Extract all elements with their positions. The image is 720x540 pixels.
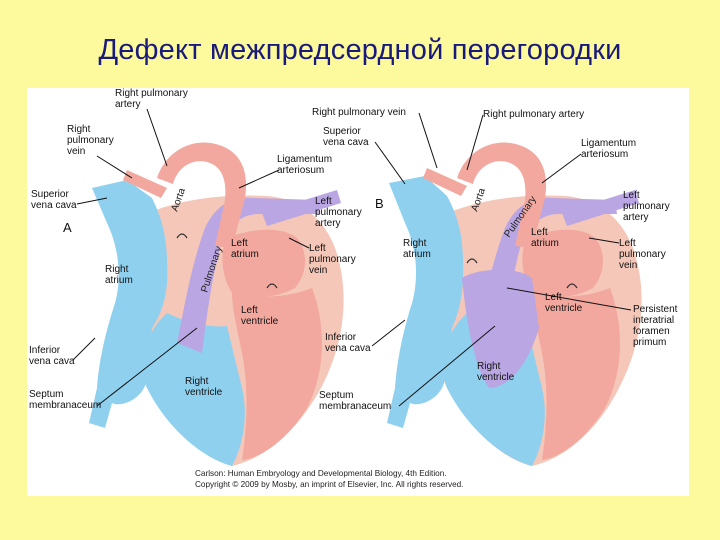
panel-a-label-latr-2: atrium — [231, 249, 259, 260]
panel-b-right-atrium — [389, 176, 464, 405]
panel-a-left-ventricle — [232, 288, 323, 460]
panel-b-label-lpa-2: pulmonary — [623, 201, 670, 212]
panel-b-left-ventricle — [532, 288, 621, 460]
panel-b-label-lpv-3: vein — [619, 260, 637, 271]
panel-b-leader-svc — [374, 141, 406, 185]
panel-b-label-pers-3: foramen — [633, 326, 670, 337]
panel-b-label-latr-2: atrium — [531, 238, 559, 249]
panel-b-left-pulmonary-artery — [562, 190, 639, 226]
credit-line-1: Carlson: Human Embryology and Developmen… — [195, 469, 447, 478]
panel-b-label-rpa: Right pulmonary artery — [483, 109, 584, 120]
panel-b-label-lig-2: arteriosum — [581, 149, 628, 160]
panel-b-letter: B — [375, 196, 384, 211]
panel-b-label-rven-2: ventricle — [477, 372, 515, 383]
panel-b-label-latr-1: Left — [531, 227, 548, 238]
panel-a-label-lven-1: Left — [241, 305, 258, 316]
panel-a-label-rven-1: Right — [185, 376, 209, 387]
panel-a-label-lpa-1: Left — [315, 196, 332, 207]
panel-a-label-lpv-3: vein — [309, 265, 327, 276]
panel-b-label-svc-2: vena cava — [323, 137, 369, 148]
panel-b-leader-pers — [506, 287, 632, 311]
panel-b-leader-ivc — [371, 319, 406, 347]
panel-a-label-latr-1: Left — [231, 238, 248, 249]
panel-b-label-rpv: Right pulmonary vein — [312, 107, 406, 118]
panel-a-label-sept-2: membranaceum — [29, 400, 101, 411]
panel-b-inferior-vena-cava — [387, 388, 410, 428]
panel-b-label-ratr-1: Right — [403, 238, 427, 249]
panel-a-label-lig-2: arteriosum — [277, 165, 324, 176]
panel-a-label-lpv-2: pulmonary — [309, 254, 356, 265]
panel-b-left-atrium — [522, 229, 604, 298]
panel-a-label-lven-2: ventricle — [241, 316, 279, 327]
panel-b-right-pulmonary-vein — [423, 168, 467, 196]
panel-b-label-sept-2: membranaceum — [319, 401, 391, 412]
panel-a-leader-lpv — [288, 237, 310, 249]
panel-a-heart: Aorta Pulmonary — [89, 142, 344, 466]
panel-b-leader-lig — [541, 153, 582, 184]
panel-a-label-lpv-1: Left — [309, 243, 326, 254]
panel-a-leader-lig — [238, 169, 280, 189]
panel-a-label-ivc-1: Inferior — [29, 345, 61, 356]
panel-a-label-ratr-1: Right — [105, 264, 129, 275]
panel-b-label-svc-1: Superior — [323, 126, 361, 137]
panel-b-valves — [466, 258, 578, 289]
panel-b-leader-rpa — [466, 114, 484, 171]
panel-b-label-pers-1: Persistent — [633, 304, 678, 315]
panel-a-leader-ivc — [72, 337, 96, 361]
panel-a-letter: A — [63, 220, 72, 235]
panel-b-label-lpa-3: artery — [623, 212, 649, 223]
panel-b-pulmonary-trunk — [475, 197, 617, 353]
panel-b-leader-sept — [398, 325, 496, 407]
panel-a-valves — [176, 233, 278, 289]
panel-a-aorta — [157, 142, 247, 248]
panel-a-inferior-vena-cava — [89, 388, 112, 428]
panel-b-label-ivc-2: vena cava — [325, 343, 371, 354]
panel-b-label-lpv-1: Left — [619, 238, 636, 249]
panel-b-leader-rpv — [418, 112, 438, 169]
panel-b-label-lpa-1: Left — [623, 190, 640, 201]
panel-a-pulmonary-trunk — [177, 197, 319, 353]
credit-line-2: Copyright © 2009 by Mosby, an imprint of… — [195, 480, 463, 489]
panel-a-right-ventricle — [142, 313, 245, 466]
panel-a-left-atrium — [222, 229, 306, 298]
heart-diagram-figure: Aorta Pulmonary A Right pulmonary artery… — [27, 88, 689, 496]
panel-a-label-svc-2: vena cava — [31, 200, 77, 211]
heart-diagram: Aorta Pulmonary A Right pulmonary artery… — [29, 88, 678, 489]
slide-title: Дефект межпредсердной перегородки — [98, 34, 622, 66]
panel-a-leader-rpv — [96, 155, 133, 179]
panel-b-label-lpv-2: pulmonary — [619, 249, 666, 260]
panel-a-label-ratr-2: atrium — [105, 275, 133, 286]
panel-b-label-rven-1: Right — [477, 361, 501, 372]
panel-b-label-lven-1: Left — [545, 292, 562, 303]
panel-a-leader-svc — [76, 197, 108, 205]
panel-b-heart: Aorta Pulmonary — [387, 142, 642, 466]
panel-a-label-rven-2: ventricle — [185, 387, 223, 398]
panel-b-label-pers-2: interatrial — [633, 315, 674, 326]
panel-a-label-sept-1: Septum — [29, 389, 63, 400]
panel-a-label-rpv-3: vein — [67, 146, 85, 157]
panel-b-label-lven-2: ventricle — [545, 303, 583, 314]
panel-b-label-pers-4: primum — [633, 337, 666, 348]
panel-a-leader-sept — [96, 327, 198, 407]
panel-b-label-lig-1: Ligamentum — [581, 138, 636, 149]
panel-b-label-ivc-1: Inferior — [325, 332, 357, 343]
panel-a-label-rpa-1: Right pulmonary — [115, 88, 188, 99]
panel-a-leader-rpa — [146, 108, 168, 167]
panel-b-label-sept-1: Septum — [319, 390, 353, 401]
panel-b-label-ratr-2: atrium — [403, 249, 431, 260]
panel-a-label-svc-1: Superior — [31, 189, 69, 200]
panel-a-label-lpa-3: artery — [315, 218, 341, 229]
panel-a-label-rpa-2: artery — [115, 99, 141, 110]
panel-a-label-ivc-2: vena cava — [29, 356, 75, 367]
panel-b-aorta — [457, 142, 547, 248]
panel-a-label-lpa-2: pulmonary — [315, 207, 362, 218]
panel-a-label-rpv-1: Right — [67, 124, 91, 135]
panel-a-right-pulmonary-vein — [123, 170, 167, 198]
panel-b-leader-lpv — [588, 237, 620, 244]
panel-a-left-pulmonary-artery — [262, 190, 341, 226]
panel-a-label-lig-1: Ligamentum — [277, 154, 332, 165]
panel-a-label-rpv-2: pulmonary — [67, 135, 114, 146]
